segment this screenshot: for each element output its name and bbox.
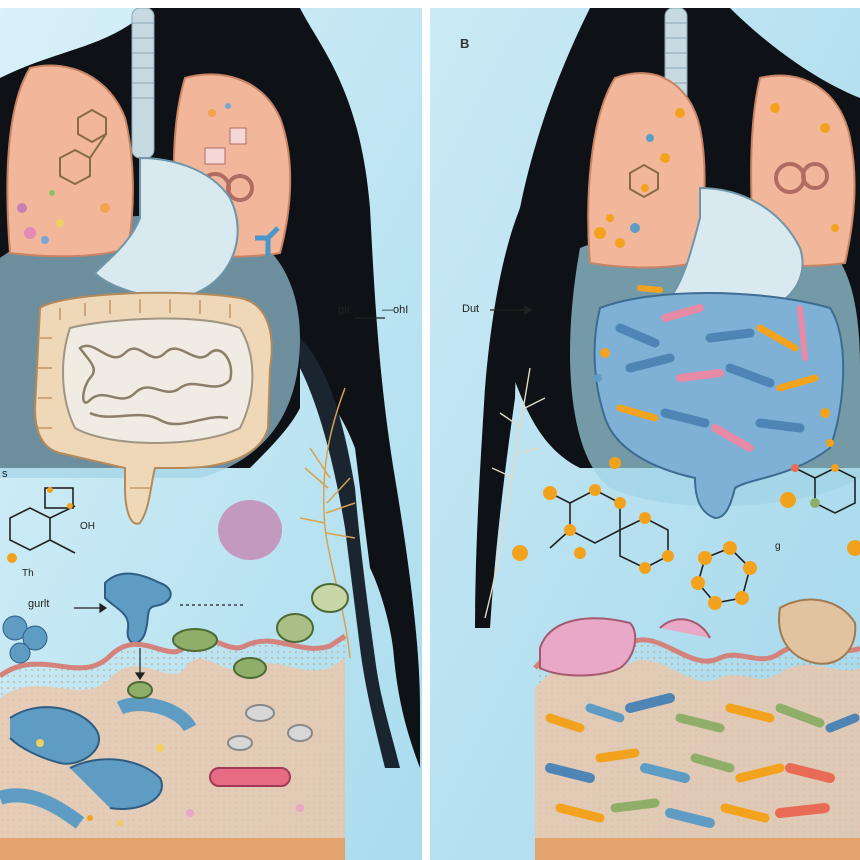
label-oh: OH xyxy=(80,521,95,532)
scattered-particles-b xyxy=(594,348,834,469)
vagus-nerve-b xyxy=(484,367,546,619)
floating-cluster-purple xyxy=(218,500,282,560)
tissue-bottom-band xyxy=(0,838,345,860)
label-gut-a: gurlt xyxy=(28,598,50,610)
arrows-b xyxy=(490,304,533,316)
panel-divider xyxy=(422,0,430,860)
label-s: s xyxy=(2,468,8,480)
trachea-rings xyxy=(132,22,154,99)
chemical-atoms-b-right xyxy=(780,464,860,556)
bacterial-overgrowth-mass xyxy=(593,292,845,520)
panel-b-illustration xyxy=(430,8,860,860)
arrows-a xyxy=(74,317,385,681)
rod-bacteria-b xyxy=(615,285,819,452)
ring-atoms-b xyxy=(691,541,757,610)
panel-label-b: B xyxy=(460,36,470,51)
panel-b-dysbiotic-gut: B Dut g xyxy=(430,8,860,860)
label-g: g xyxy=(775,541,781,552)
tissue-bottom-band xyxy=(535,838,860,860)
blue-clusters-a xyxy=(2,615,48,664)
small-intestine xyxy=(62,317,254,444)
small-particles-a xyxy=(36,739,304,826)
inflamed-folds-b xyxy=(539,598,857,677)
label-th: Th xyxy=(22,568,34,579)
label-ohi: —ohI xyxy=(382,304,409,316)
chemical-atoms-a xyxy=(7,487,73,563)
lung-molecules-left xyxy=(59,108,107,186)
lung-molecules-b xyxy=(629,162,829,199)
floating-bacterium-blue xyxy=(104,572,172,644)
small-intestine-loops xyxy=(78,344,233,404)
label-gir: gIr xyxy=(338,304,351,316)
mixed-bacteria-b xyxy=(545,693,860,828)
colon-haustra xyxy=(38,299,231,489)
vagus-nerve-branches xyxy=(299,387,356,659)
green-bacteria-a xyxy=(127,583,349,699)
gut-bacteria-a xyxy=(0,697,313,829)
left-arm-silhouette xyxy=(475,208,520,628)
lung-particles-left xyxy=(17,190,110,244)
label-dut: Dut xyxy=(462,303,480,315)
small-intestine-lower-loop xyxy=(89,411,229,426)
panel-a-illustration xyxy=(0,8,422,860)
panel-a-healthy-gut: gIr —ohI OH Th gurlt s xyxy=(0,8,422,860)
right-arm-shadow xyxy=(300,338,400,768)
left-lung xyxy=(587,72,706,269)
chemical-atoms-b xyxy=(512,484,674,574)
